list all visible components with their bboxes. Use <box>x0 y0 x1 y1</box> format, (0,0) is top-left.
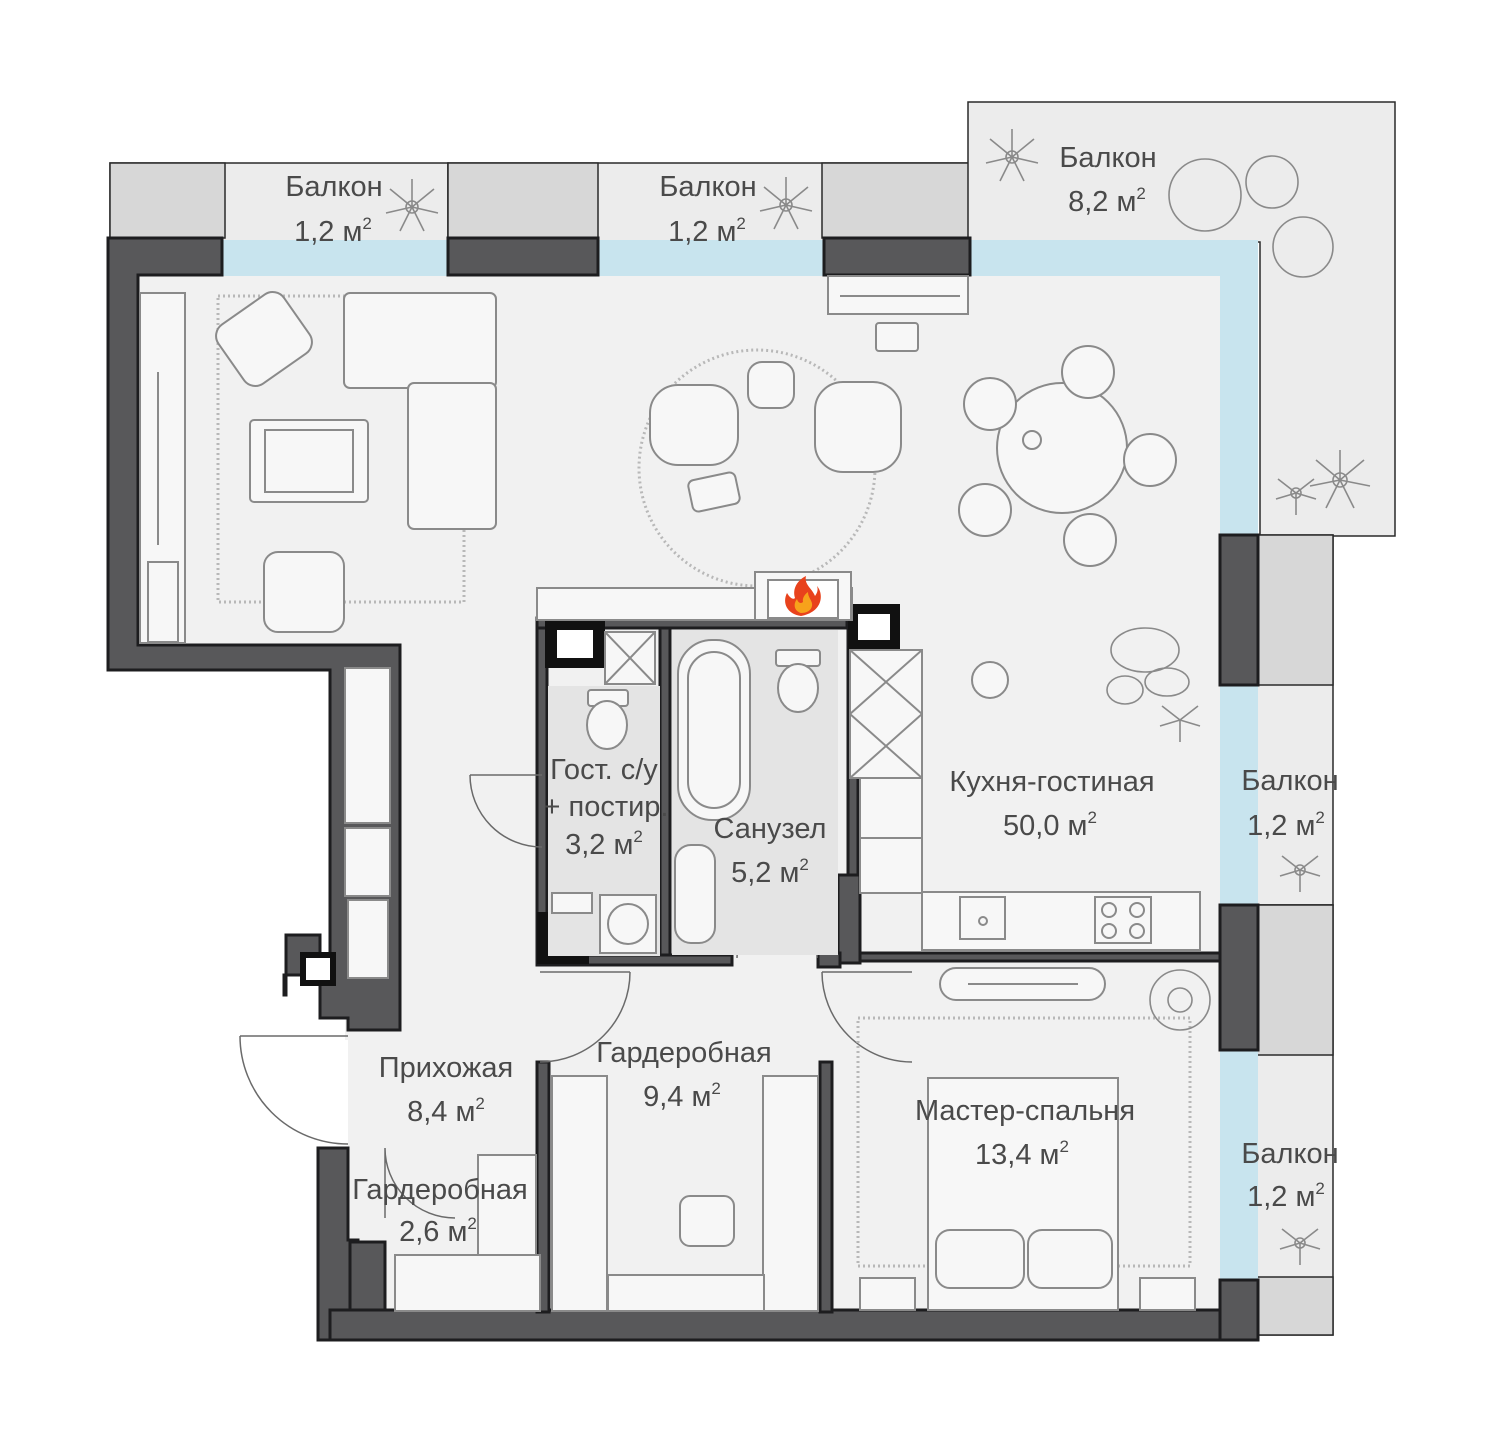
svg-text:13,4 м2: 13,4 м2 <box>975 1137 1069 1171</box>
guest-wc-name-2: + постир. <box>544 791 669 823</box>
master-bedroom-area: 13,4 м <box>975 1139 1059 1171</box>
balconies <box>109 101 1396 1336</box>
svg-text:8,2 м2: 8,2 м2 <box>1068 184 1146 218</box>
room-labels: Балкон 1,2 м2 Балкон 1,2 м2 Балкон 8,2 м… <box>285 142 1338 1248</box>
wardrobe-small-name: Гардеробная <box>352 1174 527 1206</box>
balcony-right-2-area: 1,2 м <box>1247 1181 1315 1213</box>
balcony-top-left-parapet-l <box>109 162 226 239</box>
windows <box>222 240 1258 1280</box>
hallway-area: 8,4 м <box>407 1096 475 1128</box>
guest-wc-area: 3,2 м <box>565 829 633 861</box>
wardrobe-big-area: 9,4 м <box>643 1081 711 1113</box>
hallway-name: Прихожая <box>379 1052 513 1084</box>
balcony-right-1-parapet <box>1249 534 1334 686</box>
svg-text:8,4 м2: 8,4 м2 <box>407 1094 485 1128</box>
balcony-right-2-parapet-b <box>1249 1276 1334 1336</box>
svg-text:2,6 м2: 2,6 м2 <box>399 1214 477 1248</box>
balcony-top-right-area: 8,2 м <box>1068 186 1136 218</box>
balcony-right-2-name: Балкон <box>1241 1138 1338 1170</box>
balcony-right-2-parapet-a <box>1249 904 1334 1056</box>
bathroom-fixtures <box>672 630 838 955</box>
balcony-top-mid-parapet-r <box>821 162 971 239</box>
bathroom-area: 5,2 м <box>731 857 799 889</box>
wardrobe-small-area: 2,6 м <box>399 1216 467 1248</box>
living-furniture <box>139 275 1177 644</box>
svg-text:1,2 м2: 1,2 м2 <box>668 214 746 248</box>
bedroom-furniture <box>856 967 1196 1311</box>
balcony-top-left-area: 1,2 м <box>294 216 362 248</box>
balcony-top-mid-area: 1,2 м <box>668 216 736 248</box>
master-bedroom-name: Мастер-спальня <box>915 1095 1135 1127</box>
columns <box>300 604 900 986</box>
balcony-right-1-area: 1,2 м <box>1247 810 1315 842</box>
guest-wc-name: Гост. с/у <box>550 754 658 786</box>
kitchen-living-area: 50,0 м <box>1003 810 1087 842</box>
balcony-top-mid-name: Балкон <box>659 171 756 203</box>
svg-text:9,4 м2: 9,4 м2 <box>643 1079 721 1113</box>
wardrobe-big-name: Гардеробная <box>596 1037 771 1069</box>
balcony-top-left-name: Балкон <box>285 171 382 203</box>
kitchen <box>849 649 1201 951</box>
hallway-furniture <box>344 667 819 1312</box>
kitchen-living-name: Кухня-гостиная <box>949 766 1154 798</box>
svg-text:50,0 м2: 50,0 м2 <box>1003 808 1097 842</box>
svg-text:1,2 м2: 1,2 м2 <box>1247 808 1325 842</box>
balcony-top-mid-parapet-l <box>447 162 599 239</box>
balcony-right-1-name: Балкон <box>1241 765 1338 797</box>
bathroom-name: Санузел <box>714 813 827 845</box>
plant-icon <box>385 129 1371 1265</box>
svg-text:3,2 м2: 3,2 м2 <box>565 827 643 861</box>
svg-text:1,2 м2: 1,2 м2 <box>1247 1179 1325 1213</box>
balcony-top-right-name: Балкон <box>1059 142 1156 174</box>
svg-text:1,2 м2: 1,2 м2 <box>294 214 372 248</box>
svg-text:5,2 м2: 5,2 м2 <box>731 855 809 889</box>
fireplace <box>536 571 853 621</box>
guest-wc-fixtures <box>548 631 660 956</box>
